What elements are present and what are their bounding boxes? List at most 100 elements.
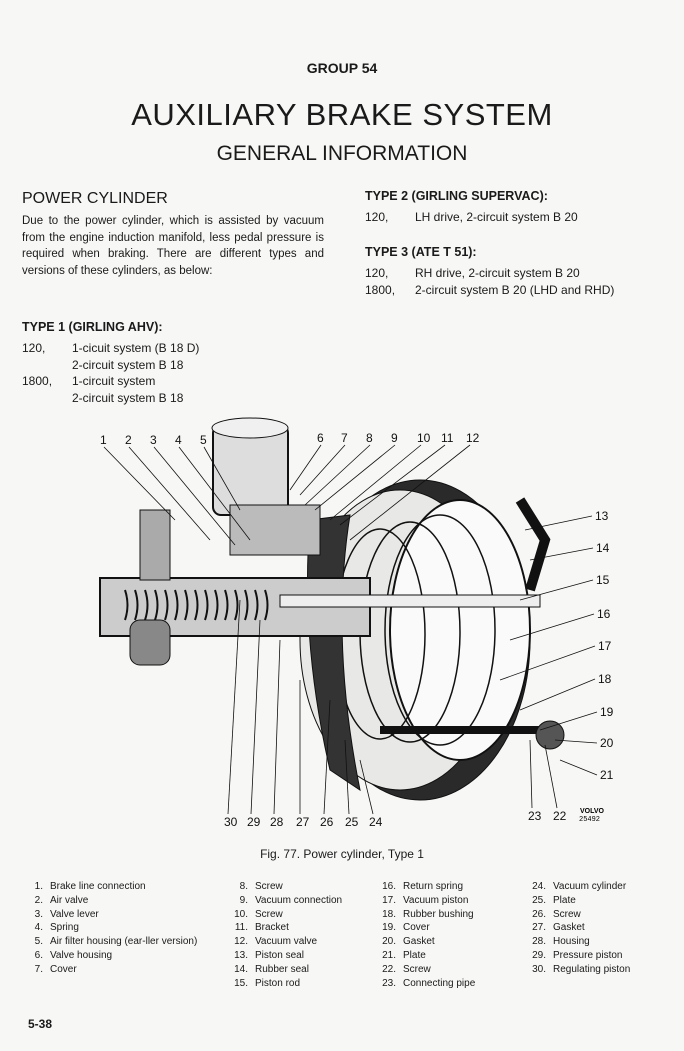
legend-item: 21.Plate [375, 949, 525, 963]
leader-line [289, 444, 322, 491]
legend-item: 7.Cover [22, 963, 227, 977]
legend-number: 13. [234, 949, 248, 961]
leader-line [299, 444, 346, 496]
legend-item: 28.Housing [525, 935, 665, 949]
legend-item: 25.Plate [525, 894, 665, 908]
leader-line [103, 446, 176, 521]
legend-number: 20. [382, 936, 396, 948]
callout-13: 13 [595, 509, 609, 523]
model: 120, [365, 266, 389, 280]
callout-27: 27 [296, 815, 310, 829]
model: 1800, [22, 374, 53, 388]
legend-number: 29. [532, 949, 546, 961]
legend-item: 13. Piston seal [227, 949, 375, 963]
model: 1800, [365, 282, 396, 297]
legend-label: Valve housing [50, 949, 113, 961]
callout-20: 20 [600, 736, 614, 750]
callout-1: 1 [100, 433, 107, 447]
desc: LH drive, 2-circuit system B 20 [415, 210, 578, 224]
leader-line [359, 759, 374, 815]
type-row: 2-circuit system B 18 [22, 357, 199, 374]
legend-number: 28. [532, 936, 546, 948]
legend-label: Vacuum connection [255, 894, 343, 906]
legend-number: 21. [382, 949, 396, 961]
legend-number: 30. [532, 963, 546, 975]
leader-line [559, 759, 598, 776]
callout-28: 28 [270, 815, 284, 829]
legend-item: 12.Vacuum valve [227, 935, 375, 949]
legend-item: 14.Rubber seal [227, 963, 375, 977]
page-number: 5-38 [28, 1017, 53, 1031]
legend-item: 9.Vacuum connection [227, 894, 375, 908]
legend-number: 11. [234, 922, 248, 934]
legend-number: 4. [34, 922, 43, 934]
leader-line [273, 639, 281, 815]
leader-line [509, 613, 595, 641]
power-cylinder-paragraph: Due to the power cylinder, which is assi… [22, 215, 324, 277]
legend-item: 19.Cover [375, 921, 525, 935]
callout-19: 19 [600, 705, 614, 719]
leader-line [227, 599, 241, 815]
legend-number: 17. [382, 894, 396, 906]
leader-line [314, 444, 396, 511]
leader-line [524, 515, 593, 531]
callout-9: 9 [391, 431, 398, 445]
legend-label: Vacuum piston [403, 894, 469, 906]
power-cylinder-heading: POWER CYLINDER [22, 190, 168, 207]
legend-item: 20.Gasket [375, 935, 525, 949]
callout-22: 22 [553, 809, 567, 823]
legend-number: 5. [34, 936, 43, 948]
legend-label: Spring [50, 922, 79, 934]
section-title: GENERAL INFORMATION [216, 142, 468, 165]
desc: 1-cicuit system (B 18 D) [72, 341, 200, 355]
desc: 2-circuit system B 18 [72, 390, 184, 405]
leader-line [529, 547, 594, 561]
leader-line [519, 579, 594, 601]
callout-11: 11 [441, 431, 454, 445]
model: 120, [365, 210, 389, 224]
legend-label: Connecting pipe [403, 977, 476, 989]
leader-line [349, 444, 471, 541]
callout-21: 21 [600, 768, 614, 782]
callout-29: 29 [247, 815, 261, 829]
type-heading: TYPE 2 (GIRLING SUPERVAC): [365, 189, 548, 203]
legend-number: 14. [234, 963, 248, 975]
legend-number: 27. [532, 922, 546, 934]
type-2-block: TYPE 2 (GIRLING SUPERVAC): 120, LH drive,… [365, 189, 578, 226]
legend-label: Pressure piston [553, 949, 623, 961]
legend-number: 12. [234, 936, 248, 948]
legend-label: Air valve [50, 894, 89, 906]
type-1-block: TYPE 1 (GIRLING AHV): 120,1-cicuit syste… [22, 320, 199, 406]
callout-2: 2 [125, 433, 132, 447]
callout-3: 3 [150, 433, 157, 447]
legend-label: Vacuum cylinder [553, 881, 627, 892]
leader-line [178, 446, 251, 541]
legend-label: Screw [403, 963, 431, 975]
callout-5: 5 [200, 433, 207, 447]
legend-label: Bracket [255, 922, 289, 934]
legend-number: 22. [382, 963, 396, 975]
legend-number: 18. [382, 908, 396, 920]
legend-item: 26.Screw [525, 908, 665, 922]
leader-line [499, 645, 596, 681]
legend-item: 22. Screw [375, 963, 525, 977]
legend-label: Regulating piston [553, 963, 631, 975]
legend-label: Piston rod [255, 977, 301, 989]
callout-18: 18 [598, 672, 612, 686]
legend-item: 6. Valve housing [22, 949, 227, 963]
legend-item: 18.Rubber bushing [375, 908, 525, 922]
legend-item: 8.Screw [227, 880, 375, 894]
leader-line [339, 444, 446, 526]
legend-number: 6. [34, 949, 43, 961]
leader-line [554, 739, 598, 744]
leader-line [153, 446, 236, 546]
callout-17: 17 [598, 639, 612, 653]
callout-10: 10 [417, 431, 431, 445]
callout-16: 16 [597, 607, 611, 621]
desc: RH drive, 2-circuit system B 20 [415, 266, 580, 280]
legend-label: Brake line connection [50, 881, 146, 892]
legend-label: Piston seal [255, 949, 304, 961]
